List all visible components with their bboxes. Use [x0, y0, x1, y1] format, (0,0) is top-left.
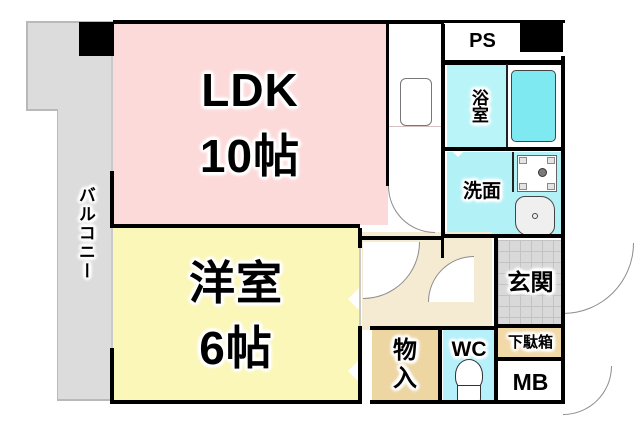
- washer-pan-corner-tr: [547, 157, 555, 164]
- kitchen-sink: [400, 78, 432, 126]
- balcony-edge-left-lower: [56, 109, 58, 401]
- wall-yoshitsu-bottom: [110, 400, 362, 404]
- wall-genkan-left: [494, 238, 498, 330]
- wall-kitchen-right: [441, 24, 445, 236]
- door-arc-mb: [563, 366, 612, 415]
- room-ldk: [113, 22, 388, 225]
- wall-wc-top: [438, 326, 498, 330]
- wall-yoshitsu-left-b: [111, 300, 113, 348]
- room-yoshitsu: [113, 228, 360, 402]
- balcony-edge-notch: [26, 109, 58, 111]
- room-mb: [498, 362, 563, 402]
- balcony-edge-top: [26, 21, 114, 23]
- door-arc-ldk: [388, 186, 435, 233]
- room-monoire: [372, 330, 438, 402]
- wall-bath-tub-partition: [506, 64, 508, 147]
- closet-arrow-upper: [348, 286, 361, 312]
- wall-bath-senmen-divider: [445, 147, 563, 151]
- wall-ldk-right: [386, 24, 389, 186]
- wall-yoshitsu-right-a: [358, 228, 362, 248]
- wall-top-ps: [443, 20, 565, 23]
- pillar-top-left: [79, 22, 113, 56]
- wall-bath-right: [561, 56, 565, 240]
- wall-bath-top: [445, 62, 563, 65]
- room-bath-floor: [447, 64, 507, 148]
- wall-getabako-bottom: [494, 357, 565, 361]
- wall-ldk-left-d: [110, 171, 114, 228]
- wall-senmen-partition: [512, 152, 514, 192]
- door-arc-entrance: [563, 243, 634, 314]
- wall-ldk-left-b: [111, 56, 113, 131]
- wall-yoshitsu-right-b: [359, 248, 361, 330]
- wall-bottom-right: [370, 400, 565, 404]
- closet-arrow-lower: [348, 358, 361, 384]
- wall-top-main: [113, 20, 444, 24]
- wall-ldk-left-a: [110, 24, 114, 56]
- wall-hall-right: [441, 236, 444, 258]
- sink-drain-icon: [532, 213, 538, 219]
- kitchen-bottom-edge: [388, 126, 444, 128]
- wall-yoshitsu-left-c: [110, 348, 114, 404]
- wall-ps-bottom: [443, 60, 565, 63]
- wall-hall-top: [360, 236, 442, 240]
- washer-drain-icon: [538, 168, 547, 177]
- wall-monoire-right: [438, 326, 442, 404]
- wall-getabako-top: [494, 324, 565, 328]
- ps-strip-white: [445, 52, 563, 62]
- wall-ldk-yoshitsu-divider: [113, 224, 360, 228]
- wall-yoshitsu-left-a: [111, 228, 113, 300]
- wall-wc-right: [494, 326, 498, 404]
- washer-pan-corner-bl: [519, 183, 527, 190]
- wall-right-outer: [561, 238, 565, 404]
- wall-yoshitsu-right-c: [358, 326, 362, 404]
- room-getabako: [498, 327, 563, 358]
- vent-marker-senmen: [449, 148, 467, 157]
- balcony-edge-bottom: [56, 399, 114, 401]
- wall-senmen-bottom: [443, 234, 565, 238]
- washer-pan-corner-br: [547, 183, 555, 190]
- room-genkan: [498, 240, 563, 325]
- bathtub: [511, 70, 556, 142]
- washer-pan-corner-tl: [519, 157, 527, 164]
- wall-monoire-top: [370, 326, 442, 330]
- balcony-edge-left-upper: [26, 21, 28, 111]
- room-balcony-lower: [57, 110, 113, 400]
- wall-ldk-left-c: [111, 131, 113, 171]
